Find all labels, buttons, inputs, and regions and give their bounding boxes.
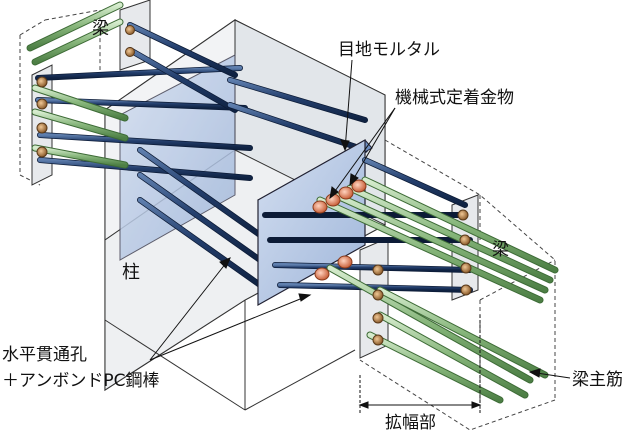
leader-lines: [149, 59, 571, 379]
label-beam-top-left: 梁: [92, 19, 109, 39]
label-horizontal-hole-line2: ＋アンボンドPC鋼棒: [2, 371, 159, 391]
left-beam-rebars-lower: [31, 84, 129, 169]
left-beam-rebars: [26, 1, 124, 66]
label-joint-mortar: 目地モルタル: [338, 40, 440, 60]
beam-left-outline: [19, 9, 101, 186]
label-mechanical-anchor: 機械式定着金物: [395, 88, 514, 108]
label-widened-part: 拡幅部: [385, 413, 436, 433]
widened-part-dimension: [358, 315, 482, 415]
left-beam-nuts: [36, 25, 135, 158]
right-beam-nuts: [372, 209, 472, 346]
label-column: 柱: [122, 262, 140, 283]
pc-bars: [35, 22, 368, 288]
right-beam-rebars: [316, 176, 559, 404]
label-beam-right: 梁: [492, 240, 509, 260]
label-beam-main-rebar: 梁主筋: [572, 370, 623, 390]
mechanical-anchors: [312, 179, 367, 281]
label-horizontal-hole-line1: 水平貫通孔: [2, 345, 87, 365]
